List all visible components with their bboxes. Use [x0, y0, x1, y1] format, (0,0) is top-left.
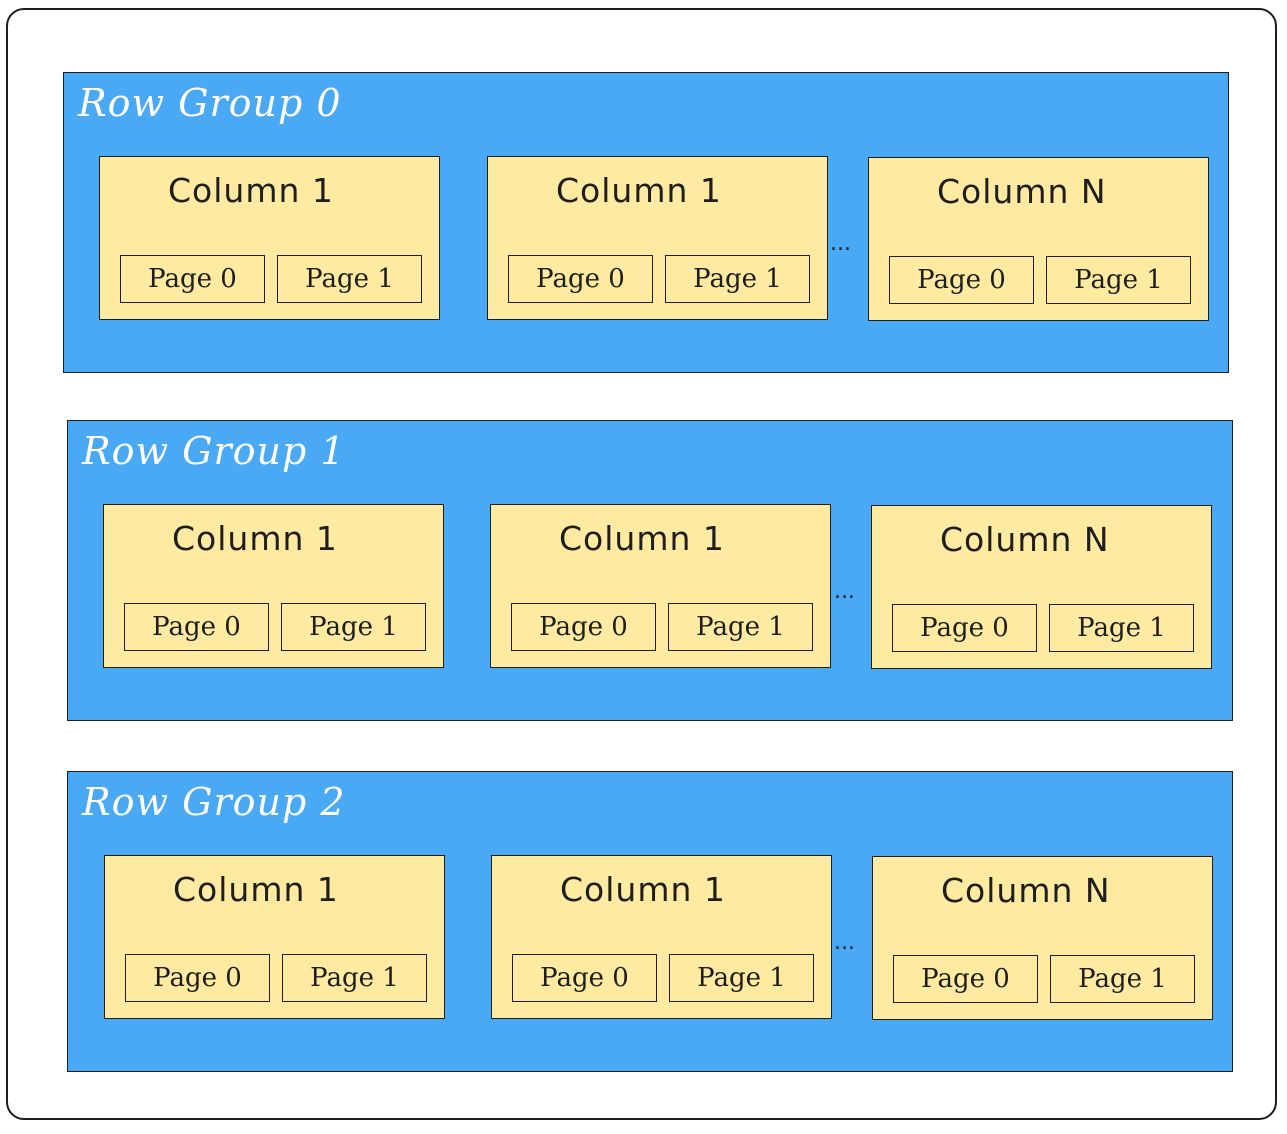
column-box: Column 1 Page 0 Page 1 — [487, 156, 828, 320]
ellipsis: ... — [830, 231, 851, 256]
row-group-title: Row Group 2 — [82, 780, 346, 824]
page-box: Page 1 — [1050, 955, 1195, 1003]
page-box: Page 0 — [125, 954, 270, 1002]
column-box: Column N Page 0 Page 1 — [872, 856, 1213, 1020]
page-box: Page 0 — [124, 603, 269, 651]
page-box: Page 1 — [669, 954, 814, 1002]
column-box: Column 1 Page 0 Page 1 — [491, 855, 832, 1019]
column-title: Column 1 — [559, 519, 725, 558]
page-box: Page 1 — [277, 255, 422, 303]
page-box: Page 0 — [893, 955, 1038, 1003]
column-box: Column 1 Page 0 Page 1 — [103, 504, 444, 668]
page-box: Page 0 — [511, 603, 656, 651]
page-box: Page 0 — [120, 255, 265, 303]
row-group-1: Row Group 1 Column 1 Page 0 Page 1 Colum… — [67, 420, 1233, 721]
column-box: Column N Page 0 Page 1 — [871, 505, 1212, 669]
column-box: Column 1 Page 0 Page 1 — [104, 855, 445, 1019]
row-group-0: Row Group 0 Column 1 Page 0 Page 1 Colum… — [63, 72, 1229, 373]
column-title: Column 1 — [173, 870, 339, 909]
row-group-title: Row Group 0 — [78, 81, 342, 125]
column-title: Column 1 — [560, 870, 726, 909]
page-box: Page 0 — [889, 256, 1034, 304]
ellipsis: ... — [834, 579, 855, 604]
page-box: Page 1 — [1049, 604, 1194, 652]
ellipsis: ... — [834, 930, 855, 955]
row-group-2: Row Group 2 Column 1 Page 0 Page 1 Colum… — [67, 771, 1233, 1072]
column-box: Column 1 Page 0 Page 1 — [99, 156, 440, 320]
column-title: Column 1 — [168, 171, 334, 210]
column-title: Column N — [940, 520, 1110, 559]
page-box: Page 1 — [665, 255, 810, 303]
page-box: Page 0 — [892, 604, 1037, 652]
column-title: Column 1 — [556, 171, 722, 210]
page-box: Page 1 — [1046, 256, 1191, 304]
page-box: Page 0 — [512, 954, 657, 1002]
page-box: Page 0 — [508, 255, 653, 303]
page-box: Page 1 — [282, 954, 427, 1002]
column-box: Column N Page 0 Page 1 — [868, 157, 1209, 321]
column-title: Column N — [937, 172, 1107, 211]
column-box: Column 1 Page 0 Page 1 — [490, 504, 831, 668]
page-box: Page 1 — [668, 603, 813, 651]
column-title: Column 1 — [172, 519, 338, 558]
row-group-title: Row Group 1 — [82, 429, 346, 473]
column-title: Column N — [941, 871, 1111, 910]
page-box: Page 1 — [281, 603, 426, 651]
